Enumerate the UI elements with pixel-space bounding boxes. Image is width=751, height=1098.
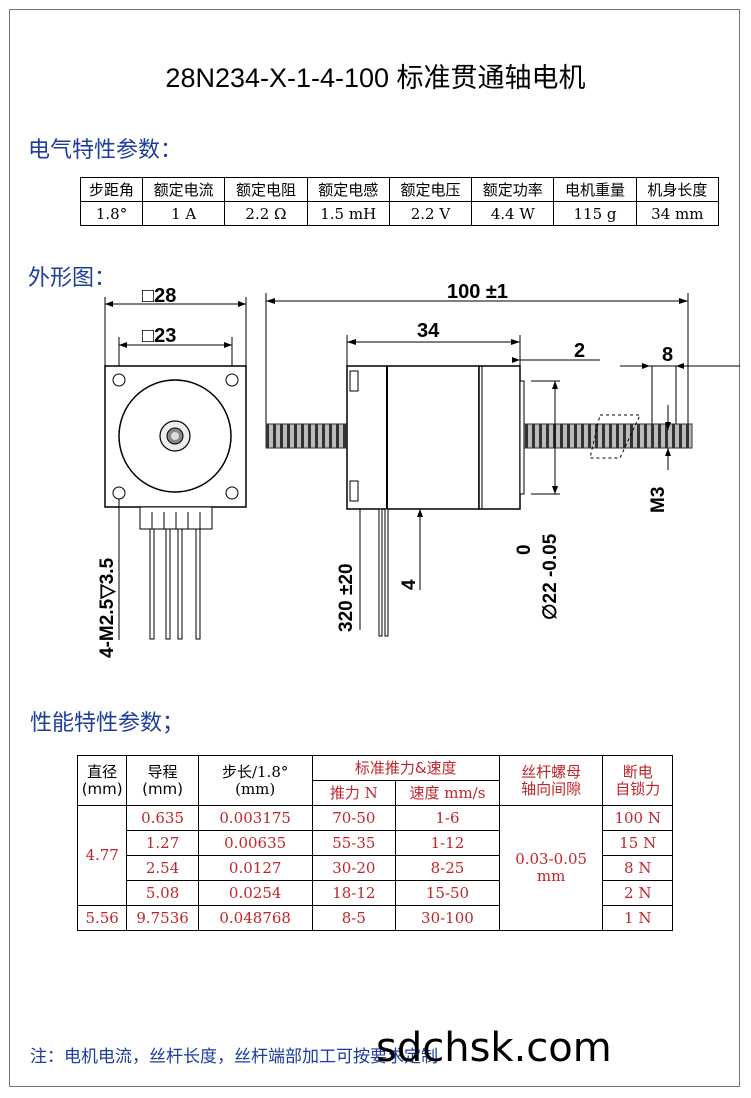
cell-speed: 15-50 [395, 880, 500, 906]
performance-section-title: 性能特性参数； [30, 711, 185, 736]
cell-lead: 0.635 [126, 805, 199, 831]
electrical-section-title: 电气特性参数： [28, 138, 183, 163]
header-cell: 电机重量 [553, 177, 637, 202]
performance-header-row: 直径 (mm) 导程 (mm) 步长/1.8° (mm) 标准推力&速度 丝杆螺… [76, 755, 673, 806]
dim-body-length: 34 [417, 320, 440, 342]
cell-thrust: 70-50 [311, 805, 397, 831]
header-label: 自锁力 [615, 779, 661, 798]
header-lock-force: 断电 自锁力 [602, 755, 673, 806]
header-label: 轴向间隙 [521, 779, 582, 798]
cell-thrust: 18-12 [311, 880, 397, 906]
value-cell: 34 mm [635, 201, 720, 226]
cell-step: 0.003175 [197, 805, 313, 831]
cell-speed: 30-100 [395, 905, 500, 931]
header-unit: (mm) [235, 779, 276, 798]
table-row: 5.08 0.0254 18-12 15-50 2 N [78, 880, 673, 906]
footer-note: 注：电机电流，丝杆长度，丝杆端部加工可按要求定制 [30, 1047, 438, 1067]
cell-step: 0.00635 [197, 830, 313, 856]
cell-step: 0.048768 [197, 905, 313, 931]
cell-speed: 1-6 [395, 805, 500, 831]
header-diameter: 直径 (mm) [76, 755, 128, 806]
front-view: □28 □23 4-M2.5▽3.5 [97, 285, 247, 658]
dim-lead-length: 320 ±20 [336, 563, 357, 632]
header-cell: 机身长度 [635, 177, 720, 202]
value-cell: 2.2 V [388, 201, 473, 226]
header-lead: 导程 (mm) [126, 755, 199, 806]
value-cell: 4.4 W [471, 201, 555, 226]
cell-lock: 100 N [602, 805, 673, 831]
dim-total-length: 100 ±1 [447, 281, 508, 303]
cell-thrust: 30-20 [311, 855, 397, 881]
table-row: 1.27 0.00635 55-35 1-12 15 N [78, 830, 673, 856]
header-step: 步长/1.8° (mm) [197, 755, 313, 806]
cell-thrust: 55-35 [311, 830, 397, 856]
electrical-value-row: 1.8° 1 A 2.2 Ω 1.5 mH 2.2 V 4.4 W 115 g … [79, 201, 720, 226]
outline-drawing: □28 □23 4-M2.5▽3.5 100 ± [97, 281, 740, 658]
dim-mounting-holes: 4-M2.5▽3.5 [97, 557, 118, 658]
value-cell: 115 g [553, 201, 637, 226]
header-label: 步长/1.8° [221, 762, 289, 781]
gap-value: 0.03-0.05 [515, 850, 588, 868]
cell-speed: 8-25 [395, 855, 500, 881]
dim-square-23: □23 [142, 325, 176, 347]
cell-lead: 5.08 [126, 880, 199, 906]
table-row: 4.77 0.635 0.003175 70-50 1-6 0.03-0.05 … [76, 805, 673, 931]
cell-lead: 2.54 [126, 855, 199, 881]
dim-end-length: 8 [662, 344, 673, 366]
side-view: 100 ±1 34 2 8 0 ∅22 -0.05 [265, 281, 740, 637]
cell-nut-gap: 0.03-0.05 mm [498, 805, 604, 931]
cell-lead: 9.7536 [126, 905, 199, 931]
electrical-table: 步距角 额定电流 额定电阻 额定电感 额定电压 额定功率 电机重量 机身长度 1… [79, 177, 720, 226]
header-cell: 额定电压 [388, 177, 473, 202]
dim-lead-offset: 4 [399, 579, 420, 590]
header-cell: 额定电感 [306, 177, 390, 202]
cell-step: 0.0127 [197, 855, 313, 881]
gap-unit: mm [536, 867, 566, 885]
header-nut-gap: 丝杆螺母 轴向间隙 [498, 755, 604, 806]
header-label: 丝杆螺母 [521, 762, 582, 781]
header-thrust: 推力 N [311, 780, 397, 806]
header-unit: (mm) [142, 779, 184, 798]
table-row: 5.56 9.7536 0.048768 8-5 30-100 1 N [76, 905, 673, 931]
cell-lead: 1.27 [126, 830, 199, 856]
dim-pilot-tol: 0 [514, 544, 535, 555]
cell-lock: 2 N [602, 880, 673, 906]
value-cell: 2.2 Ω [224, 201, 308, 226]
header-label: 断电 [622, 762, 653, 781]
page-frame [9, 9, 740, 1087]
cell-lock: 1 N [602, 905, 673, 931]
performance-table: 直径 (mm) 导程 (mm) 步长/1.8° (mm) 标准推力&速度 丝杆螺… [76, 755, 673, 931]
dim-square-28: □28 [142, 285, 176, 307]
cell-speed: 1-12 [395, 830, 500, 856]
header-unit: (mm) [81, 779, 123, 798]
performance-subheader-row: 推力 N 速度 mm/s [78, 780, 673, 806]
value-cell: 1.8° [79, 201, 144, 226]
cell-lock: 8 N [602, 855, 673, 881]
header-standard: 标准推力&速度 [311, 755, 500, 781]
cell-diameter: 5.56 [76, 905, 128, 931]
header-label: 直径 [87, 762, 118, 781]
outline-section-title: 外形图： [28, 266, 117, 291]
header-cell: 步距角 [79, 177, 144, 202]
electrical-header-row: 步距角 额定电流 额定电阻 额定电感 额定电压 额定功率 电机重量 机身长度 [79, 177, 720, 202]
dim-thread: M3 [648, 487, 669, 513]
header-cell: 额定电阻 [224, 177, 308, 202]
cell-thrust: 8-5 [311, 905, 397, 931]
header-cell: 额定功率 [471, 177, 555, 202]
header-speed: 速度 mm/s [395, 780, 500, 806]
dim-pilot-diameter: ∅22 -0.05 [540, 533, 561, 620]
value-cell: 1.5 mH [306, 201, 390, 226]
value-cell: 1 A [142, 201, 226, 226]
header-label: 导程 [147, 762, 178, 781]
header-cell: 额定电流 [142, 177, 226, 202]
cell-diameter: 4.77 [76, 805, 128, 906]
watermark: sdchsk.com [376, 1025, 612, 1071]
dim-flange: 2 [574, 340, 585, 362]
cell-lock: 15 N [602, 830, 673, 856]
cell-step: 0.0254 [197, 880, 313, 906]
page-title: 28N234-X-1-4-100 标准贯通轴电机 [165, 63, 586, 93]
